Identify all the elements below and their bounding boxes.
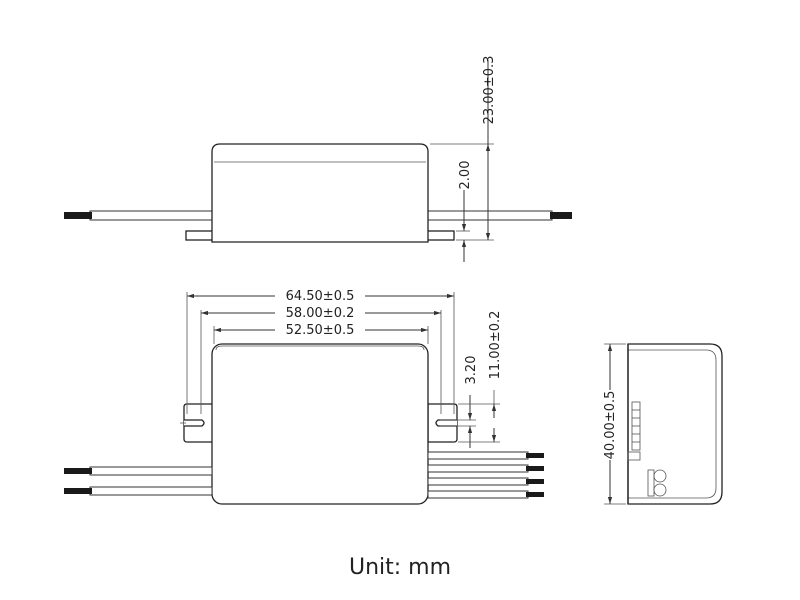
left-mount-slot (184, 419, 205, 427)
side-view: 23.00±0.3 2.00 (64, 56, 572, 262)
top-view: 64.50±0.5 58.00±0.2 52.50±0.5 3.20 11.00… (64, 289, 544, 505)
unit-label: Unit: mm (349, 555, 451, 580)
top-housing (211, 343, 429, 505)
dim-height-total: 23.00±0.3 (482, 56, 497, 125)
end-housing (627, 343, 723, 505)
side-wire-left (64, 210, 213, 221)
dim-width-total: 40.00±0.5 (603, 391, 618, 460)
dim-mount-hole-pitch: 58.00±0.2 (286, 306, 355, 321)
side-housing (211, 143, 429, 243)
right-mount-slot (435, 419, 457, 427)
dim-body-length: 52.50±0.5 (286, 323, 355, 338)
dim-flange-thickness: 2.00 (458, 161, 473, 190)
end-view: 40.00±0.5 (603, 343, 723, 505)
top-wires-right (427, 451, 544, 499)
dim-slot-width: 3.20 (464, 356, 479, 385)
top-wires-left (64, 466, 213, 496)
side-wire-right (427, 210, 572, 221)
dim-slot-offset: 11.00±0.2 (488, 311, 503, 380)
dim-length-overall: 64.50±0.5 (286, 289, 355, 304)
